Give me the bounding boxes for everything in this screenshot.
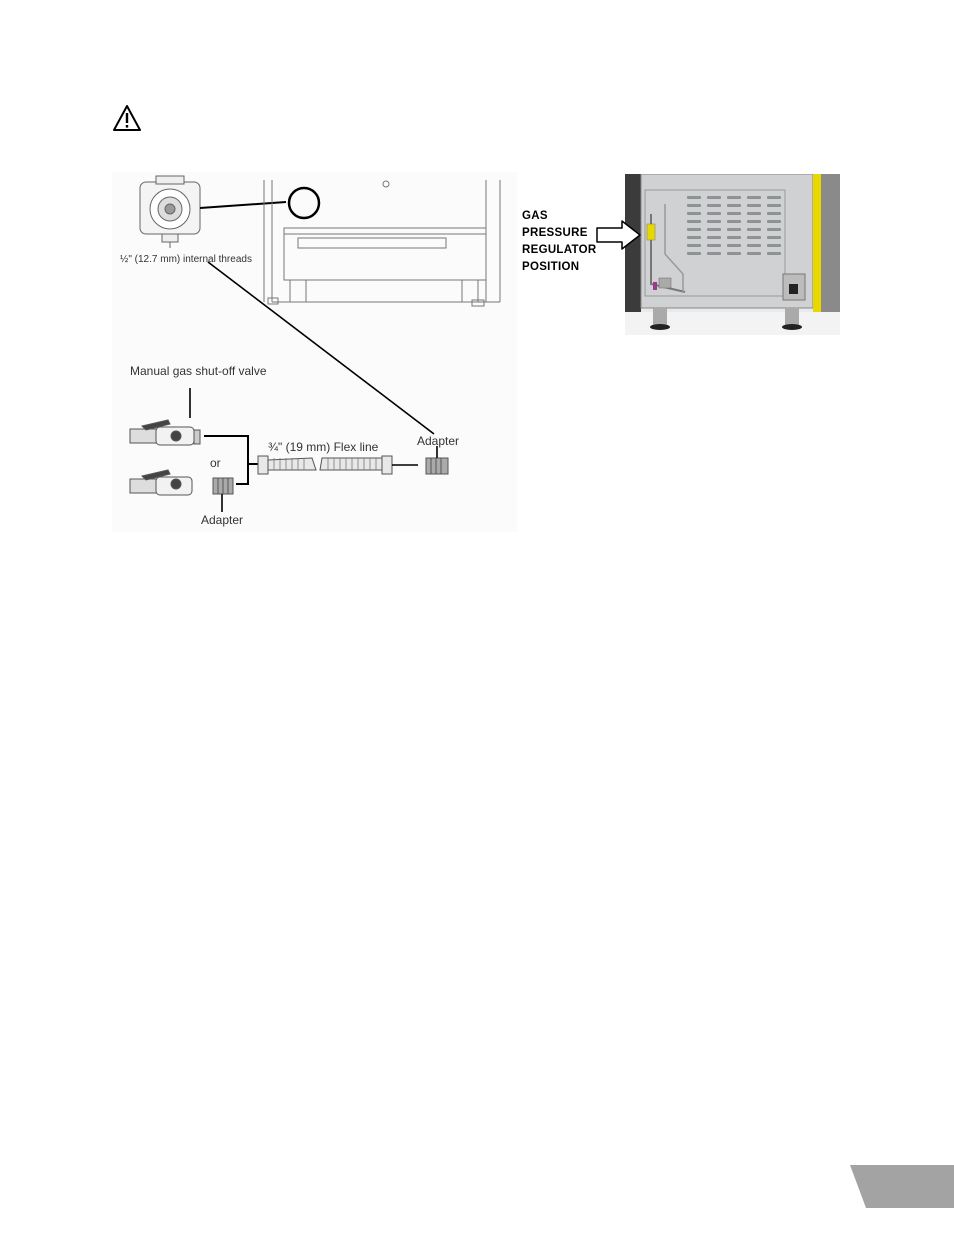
shutoff-valve-bottom-icon (129, 469, 193, 496)
label-line: REGULATOR (522, 244, 597, 256)
shutoff-valve-top-icon (129, 419, 201, 446)
gas-pressure-regulator-label: GAS PRESSURE REGULATOR POSITION (522, 208, 596, 276)
label-line: POSITION (522, 261, 580, 273)
valve-label: Manual gas shut-off valve (130, 364, 267, 378)
page-tab (850, 1165, 954, 1208)
label-line: PRESSURE (522, 227, 588, 239)
regulator-front-icon (139, 175, 201, 248)
flex-line-label: ¾" (19 mm) Flex line (268, 440, 379, 454)
warning-icon (113, 105, 141, 131)
label-line: GAS (522, 210, 548, 222)
adapter-right-label: Adapter (417, 434, 460, 448)
adapter-left-label: Adapter (201, 513, 244, 527)
adapter-right-icon (425, 457, 449, 475)
threads-label: ½" (12.7 mm) internal threads (120, 254, 252, 265)
gas-connection-diagram: ½" (12.7 mm) internal threads Manual gas… (112, 172, 517, 532)
adapter-left-icon (212, 477, 234, 495)
connection-drawing (112, 172, 517, 532)
appliance-side-photo (625, 174, 840, 335)
regulator-highlight (646, 223, 656, 241)
arrow-right-icon (596, 220, 641, 250)
or-label: or (210, 456, 221, 470)
